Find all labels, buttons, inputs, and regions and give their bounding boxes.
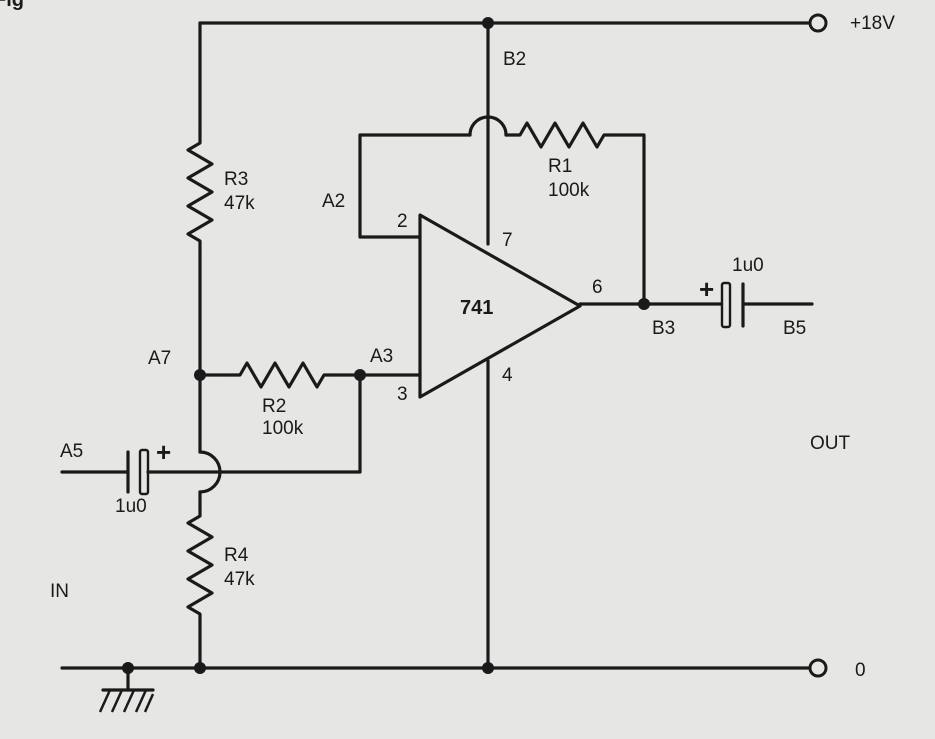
resistor-r4	[186, 506, 214, 624]
opamp-name: 741	[460, 297, 493, 319]
node-a3-label: A3	[370, 346, 393, 367]
output-label: OUT	[810, 433, 851, 454]
pin-4-label: 4	[502, 365, 513, 386]
input-capacitor-value: 1u0	[115, 496, 147, 517]
output-capacitor-polarity: +	[699, 274, 714, 304]
opamp-741	[418, 213, 582, 399]
junction-r4-ground	[194, 662, 206, 674]
r4-value: 47k	[224, 569, 255, 590]
r1-ref: R1	[548, 156, 572, 177]
node-b3-label: B3	[652, 318, 675, 339]
r2-value: 100k	[262, 418, 304, 439]
node-b5-label: B5	[783, 318, 806, 339]
junction-pin4-ground	[482, 662, 494, 674]
node-b2-label: B2	[503, 49, 526, 70]
resistor-r3	[186, 133, 214, 250]
junction-b2-rail	[482, 17, 494, 29]
resistor-r1	[512, 121, 614, 149]
junction-a7	[194, 369, 206, 381]
bottom-rail-label: 0	[855, 660, 866, 681]
node-a7-label: A7	[148, 348, 171, 369]
junction-a3	[354, 369, 366, 381]
ground-icon	[98, 666, 155, 713]
wire-feedback-right	[610, 133, 646, 306]
r2-ref: R2	[262, 396, 286, 417]
resistor-r2	[230, 361, 332, 389]
r3-value: 47k	[224, 193, 255, 214]
pin-2-label: 2	[397, 211, 408, 232]
r4-ref: R4	[224, 545, 249, 566]
output-capacitor-plate-left	[720, 281, 732, 329]
pin-3-label: 3	[397, 384, 408, 405]
wire-a3-input-link	[198, 373, 362, 474]
junction-b3	[638, 298, 650, 310]
output-capacitor-value: 1u0	[732, 255, 764, 276]
top-rail-terminal	[808, 13, 828, 33]
input-label: IN	[50, 581, 69, 602]
top-rail-label: +18V	[850, 13, 895, 34]
pin-7-label: 7	[502, 230, 513, 251]
input-capacitor-polarity: +	[156, 437, 171, 467]
node-a2-label: A2	[322, 191, 345, 212]
r1-value: 100k	[548, 180, 590, 201]
junction-ground	[122, 662, 134, 674]
pin-6-label: 6	[592, 277, 603, 298]
bottom-rail-terminal	[808, 658, 828, 678]
r3-ref: R3	[224, 169, 248, 190]
node-a5-label: A5	[60, 441, 83, 462]
header-fragment: Fig	[0, 0, 24, 11]
wire-feedback-left	[358, 133, 472, 239]
